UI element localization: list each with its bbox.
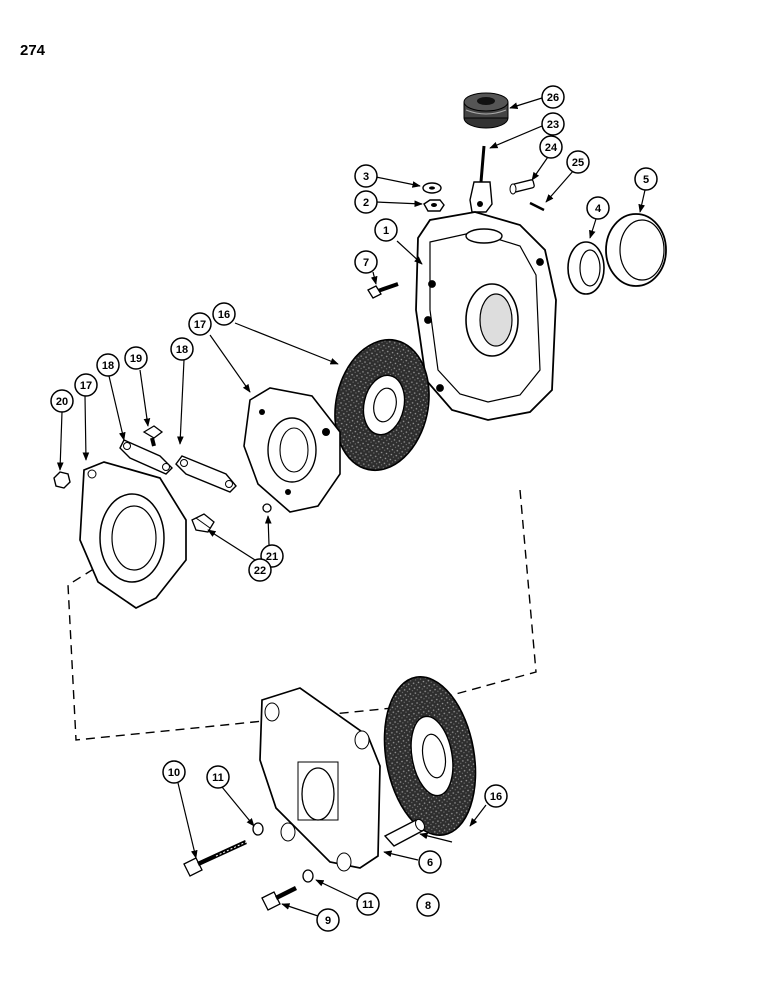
oil-seal [567,241,605,295]
svg-text:3: 3 [363,171,369,183]
nut [423,199,445,212]
callout-20: 20 [50,389,74,413]
svg-text:24: 24 [545,142,558,154]
svg-text:7: 7 [363,257,369,269]
callout-16-lower: 16 [484,784,508,808]
callout-25: 25 [566,150,590,174]
link-bolt [142,425,164,447]
callout-3: 3 [354,164,378,188]
callout-19: 19 [124,346,148,370]
callout-11-upper: 11 [206,765,230,789]
svg-text:1: 1 [383,225,389,237]
callout-5: 5 [634,167,658,191]
svg-text:22: 22 [254,565,266,577]
brake-disc-upper [334,338,430,472]
svg-text:26: 26 [547,92,559,104]
svg-text:17: 17 [80,380,92,392]
callout-1: 1 [374,218,398,242]
callout-23: 23 [541,112,565,136]
clevis-pin [509,179,535,195]
svg-text:8: 8 [425,900,431,912]
brake-disc-lower [383,676,477,836]
callout-26: 26 [541,85,565,109]
svg-text:16: 16 [490,791,502,803]
steel-ball [262,503,272,513]
brake-housing [415,211,557,421]
brake-plate [79,461,187,609]
svg-text:6: 6 [427,857,433,869]
long-bolt [183,839,247,877]
lock-washer-upper [252,822,264,836]
callout-17-upper: 17 [188,312,212,336]
callout-10: 10 [162,760,186,784]
callout-16-upper: 16 [212,302,236,326]
callout-7: 7 [354,250,378,274]
link-lower [175,455,237,493]
svg-text:11: 11 [212,772,224,784]
leader-lines [56,97,646,917]
callout-4: 4 [586,196,610,220]
svg-text:25: 25 [572,157,584,169]
lock-washer-lower [302,869,314,883]
callout-22: 22 [248,558,272,582]
callout-2: 2 [354,190,378,214]
svg-text:18: 18 [102,360,114,372]
callout-8: 8 [416,893,440,917]
svg-text:2: 2 [363,197,369,209]
svg-text:16: 16 [218,309,230,321]
page-number: 274 [20,42,46,59]
svg-text:11: 11 [362,899,374,911]
housing-bolt [367,282,399,299]
rubber-boot [463,92,509,129]
callout-17-left: 17 [74,373,98,397]
bearing-cup [605,213,667,287]
short-bolt [261,885,298,911]
svg-text:4: 4 [595,203,602,215]
spring-fitting [191,513,215,533]
actuator-plate [243,387,341,513]
svg-text:5: 5 [643,174,649,186]
callout-18-left: 18 [96,353,120,377]
svg-text:9: 9 [325,915,331,927]
callout-9: 9 [316,908,340,932]
callout-11-lower: 11 [356,892,380,916]
callout-18-right: 18 [170,337,194,361]
cover-plate [259,687,381,872]
adjusting-rod-clevis [469,145,493,213]
svg-text:20: 20 [56,396,68,408]
cotter-pin [529,201,545,212]
lock-nut [53,471,71,489]
link-upper [119,439,173,475]
svg-text:23: 23 [547,119,559,131]
callout-24: 24 [539,135,563,159]
svg-text:17: 17 [194,319,206,331]
callout-6: 6 [418,850,442,874]
dowel-pin [383,818,426,847]
svg-text:19: 19 [130,353,142,365]
svg-text:21: 21 [266,551,278,563]
svg-text:10: 10 [168,767,180,779]
dashed-alignment-line [67,489,537,741]
svg-text:18: 18 [176,344,188,356]
